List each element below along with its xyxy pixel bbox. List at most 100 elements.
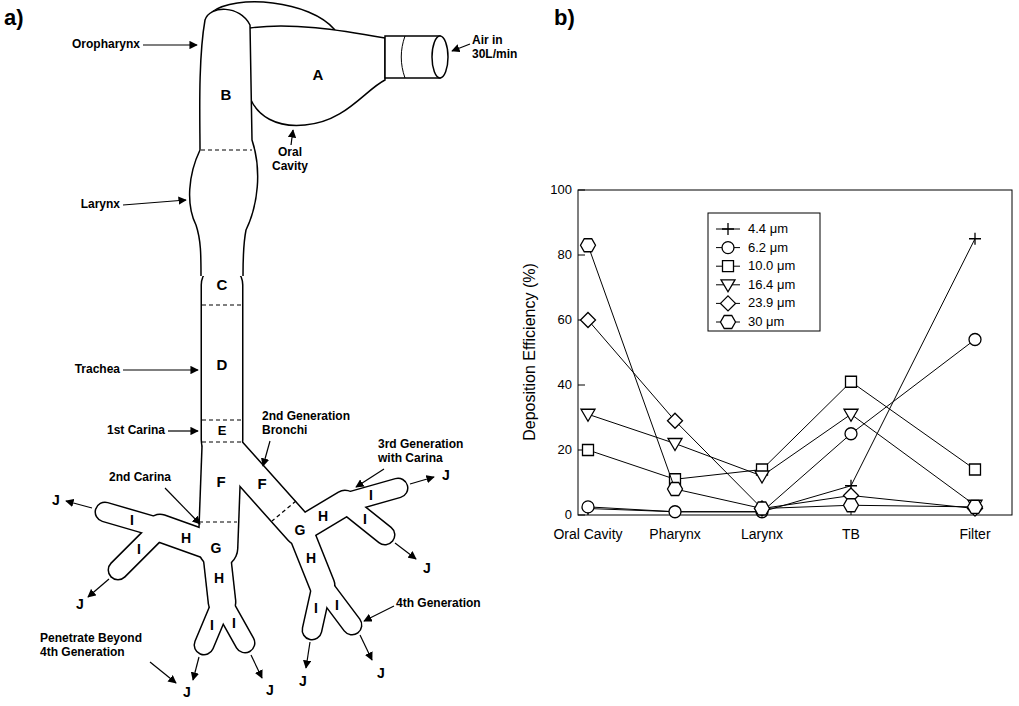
data-point (755, 502, 770, 515)
airway-lumen (224, 445, 300, 530)
anatomy-label: Air in 30L/min (472, 34, 530, 62)
axis-title: Deposition Efficiency (%) (521, 263, 539, 441)
leader-line (123, 369, 198, 370)
anatomy-label: 2nd Generation Bronchi (262, 410, 370, 438)
tick-label: 40 (558, 378, 572, 393)
region-letter: J (423, 560, 431, 576)
data-point (668, 483, 683, 496)
airway-wall (118, 528, 160, 570)
data-point (846, 376, 857, 387)
region-divider (201, 149, 252, 150)
airway-lumen (202, 285, 242, 440)
region-letter: G (211, 540, 222, 556)
region-letter: E (218, 424, 227, 439)
region-divider (202, 419, 242, 420)
leader-line (452, 44, 470, 51)
legend-label: 16.4 μm (748, 277, 795, 292)
panel-label: b) (554, 5, 575, 30)
category-label: Pharynx (649, 526, 700, 542)
region-letter: I (137, 541, 141, 557)
region-letter: D (217, 356, 228, 373)
data-marker (582, 501, 594, 513)
bronchial-tree (105, 285, 398, 645)
data-point (969, 233, 981, 245)
data-marker (668, 413, 683, 428)
legend-marker (722, 223, 734, 235)
region-letter: C (217, 276, 228, 293)
data-marker (846, 376, 857, 387)
legend-label: 10.0 μm (748, 259, 795, 274)
tick-label: 80 (558, 248, 572, 263)
tick-label: 100 (550, 183, 572, 198)
data-marker (844, 499, 859, 512)
series-line (588, 245, 975, 508)
data-marker (968, 501, 983, 516)
data-marker (722, 242, 734, 254)
airway-lumen (345, 503, 385, 535)
pharynx-larynx-outline (190, 9, 258, 276)
tick-label: 0 (565, 508, 572, 523)
data-marker (755, 502, 770, 515)
region-divider (202, 441, 242, 442)
legend-sample (716, 316, 740, 329)
data-point (844, 499, 859, 512)
leader-line (165, 488, 200, 524)
data-point (583, 445, 594, 456)
flow-exit-arrow (360, 635, 372, 660)
legend-sample (716, 261, 740, 272)
region-letter: H (181, 530, 191, 546)
region-letter: F (216, 473, 225, 490)
region-divider (199, 521, 237, 522)
data-point (969, 334, 981, 346)
leader-line (263, 441, 270, 466)
series (582, 334, 981, 518)
leader-line (291, 130, 293, 145)
region-letter: I (363, 511, 367, 527)
airway-lumen (322, 585, 352, 625)
region-letter: F (257, 475, 266, 492)
series (581, 239, 983, 515)
legend-label: 4.4 μm (748, 222, 788, 237)
leader-line (143, 44, 197, 45)
mouthpiece-opening (432, 36, 448, 78)
region-letter: A (313, 66, 324, 83)
airway-lumen (118, 528, 160, 570)
data-point (581, 409, 595, 421)
data-marker (721, 280, 735, 292)
oral-cavity-outline (250, 26, 385, 126)
leader-line (168, 430, 198, 431)
region-letter: I (335, 597, 339, 613)
series-line (588, 414, 975, 505)
data-point (581, 239, 596, 252)
airway-wall (222, 602, 245, 643)
category-label: Filter (959, 526, 990, 542)
region-letter: J (76, 596, 84, 612)
panel-label: a) (4, 5, 24, 30)
y-tick (578, 190, 585, 191)
data-point (968, 501, 983, 516)
legend-label: 6.2 μm (748, 240, 788, 255)
region-letter: J (377, 665, 385, 681)
airway-wall (345, 503, 385, 535)
data-point (668, 413, 683, 428)
legend-label: 30 μm (748, 315, 784, 330)
category-label: TB (842, 526, 860, 542)
leader-line (150, 662, 176, 683)
data-point (581, 313, 596, 328)
data-point (668, 439, 682, 451)
flow-exit-arrow (251, 655, 262, 678)
data-point (844, 409, 858, 421)
region-divider (202, 304, 242, 305)
anatomy-label: Larynx (81, 198, 120, 212)
data-marker (755, 501, 770, 516)
data-marker (968, 500, 983, 513)
data-marker (669, 506, 681, 518)
category-label: Oral Cavity (553, 526, 622, 542)
region-letter: G (295, 522, 306, 538)
data-point (845, 428, 857, 440)
y-tick (578, 385, 585, 386)
data-marker (668, 483, 683, 496)
region-letter: I (210, 617, 214, 633)
legend-sample (716, 296, 740, 311)
